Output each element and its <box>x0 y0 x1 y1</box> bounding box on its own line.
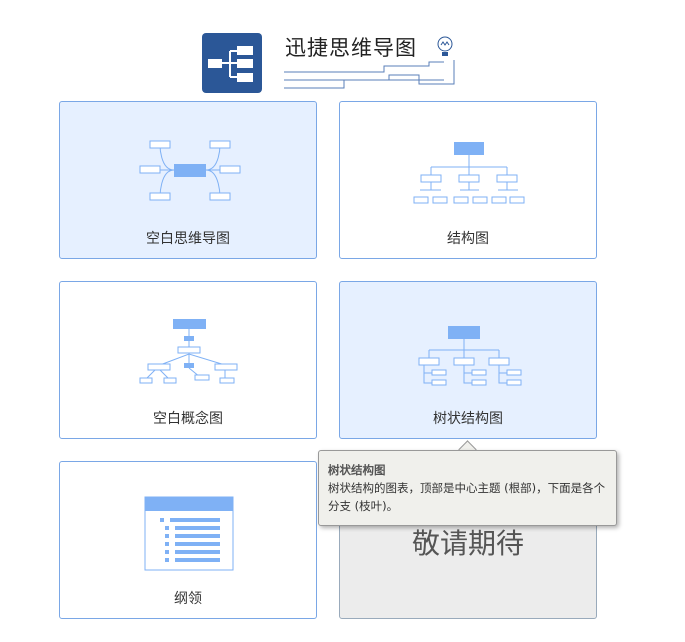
template-label: 结构图 <box>447 231 489 247</box>
tooltip-body: 树状结构的图表，顶部是中心主题 (根部)，下面是各个分支 (枝叶)。 <box>328 481 606 513</box>
concept-map-icon <box>139 319 238 384</box>
coming-soon-text: 敬请期待 <box>411 527 524 560</box>
lightbulb-icon <box>437 36 453 56</box>
mindmap-logo-icon <box>208 46 253 82</box>
template-label: 纲领 <box>174 591 202 607</box>
template-label: 空白概念图 <box>153 411 223 427</box>
title-decoration <box>284 60 455 89</box>
template-blank-mindmap[interactable]: 空白思维导图 <box>59 101 317 259</box>
tree-chart-icon <box>418 326 522 386</box>
tooltip: 树状结构图 树状结构的图表，顶部是中心主题 (根部)，下面是各个分支 (枝叶)。 <box>318 450 617 526</box>
mindmap-icon <box>139 140 241 201</box>
template-outline[interactable]: 纲领 <box>59 461 317 619</box>
tooltip-title: 树状结构图 <box>328 463 386 477</box>
app-logo <box>202 33 262 93</box>
template-label: 树状结构图 <box>433 411 503 427</box>
outline-icon <box>144 496 234 571</box>
app-title: 迅捷思维导图 <box>285 36 417 60</box>
template-blank-concept[interactable]: 空白概念图 <box>59 281 317 439</box>
template-structure[interactable]: 结构图 <box>339 101 597 259</box>
org-chart-icon <box>413 142 525 204</box>
template-label: 空白思维导图 <box>146 231 230 247</box>
template-tree-structure[interactable]: 树状结构图 <box>339 281 597 439</box>
